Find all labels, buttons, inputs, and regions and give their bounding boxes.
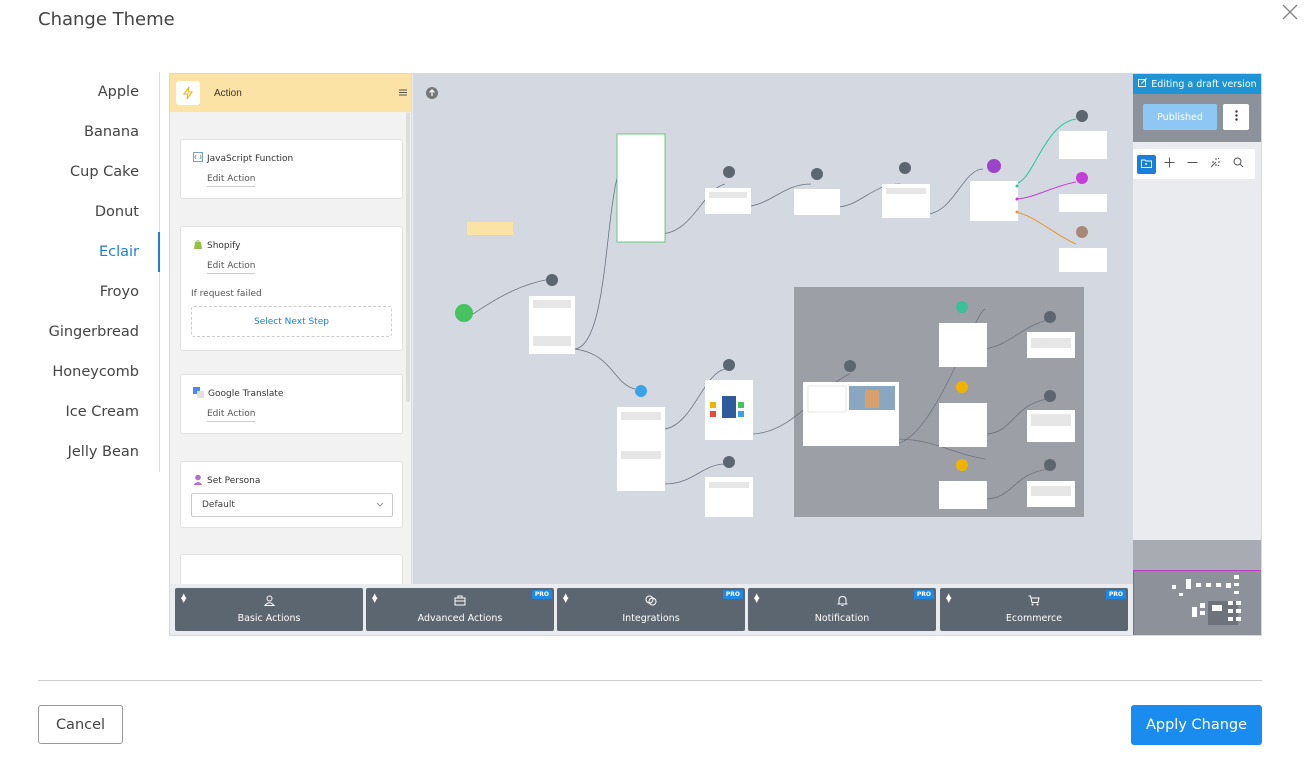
theme-item-froyo[interactable]: Froyo xyxy=(99,284,139,300)
published-button[interactable]: Published xyxy=(1143,104,1217,130)
preview-side-panel: Action JavaScript Function Edit Action S… xyxy=(170,74,412,584)
side-panel-scrollbar[interactable] xyxy=(406,112,410,402)
code-icon xyxy=(193,152,203,165)
request-failed-label: If request failed xyxy=(191,289,262,299)
sort-arrows-icon: ▲▼ xyxy=(181,592,187,604)
version-panel: Editing a draft version Published xyxy=(1133,74,1261,142)
theme-item-apple[interactable]: Apple xyxy=(97,84,139,100)
search-icon xyxy=(1233,155,1244,173)
integrations-icon xyxy=(557,595,745,606)
basic-actions-button[interactable]: ▲▼ Basic Actions xyxy=(175,588,363,631)
shopify-icon xyxy=(193,239,203,253)
toolbar-button-label: Notification xyxy=(814,613,870,624)
toolbar-button-label: Advanced Actions xyxy=(417,613,503,624)
minimap[interactable] xyxy=(1133,540,1261,635)
edit-action-link[interactable]: Edit Action xyxy=(207,174,256,187)
edit-icon xyxy=(1138,78,1148,90)
back-arrow-icon xyxy=(426,87,438,99)
minimap-graphic xyxy=(1172,575,1241,625)
theme-item-honeycomb[interactable]: Honeycomb xyxy=(52,364,139,380)
card-title: Shopify xyxy=(207,241,241,251)
chevron-down-icon xyxy=(376,500,384,510)
footer-divider xyxy=(38,680,1262,681)
close-icon[interactable] xyxy=(1280,2,1300,22)
kebab-icon xyxy=(1234,108,1238,126)
side-panel-header: Action xyxy=(170,74,411,112)
minimap-viewport xyxy=(1133,570,1261,635)
magic-icon xyxy=(1210,155,1221,173)
card-title: Google Translate xyxy=(208,389,284,399)
search-button[interactable] xyxy=(1229,155,1248,174)
advanced-actions-button[interactable]: ▲▼ Advanced Actions PRO xyxy=(366,588,554,631)
cancel-button[interactable]: Cancel xyxy=(38,705,123,744)
cart-icon xyxy=(940,595,1128,606)
person-icon xyxy=(175,595,363,606)
card-google-translate: Google Translate Edit Action xyxy=(180,374,403,434)
sort-arrows-icon: ▲▼ xyxy=(372,592,378,604)
toolbar-button-label: Ecommerce xyxy=(1005,613,1063,624)
apply-change-button[interactable]: Apply Change xyxy=(1131,705,1262,745)
card-title: Set Persona xyxy=(207,476,261,486)
integrations-button[interactable]: ▲▼ Integrations PRO xyxy=(557,588,745,631)
persona-select[interactable]: Default xyxy=(191,493,393,517)
pro-badge: PRO xyxy=(531,590,552,599)
flow-diagram xyxy=(426,87,1107,517)
draft-banner: Editing a draft version xyxy=(1133,74,1261,94)
persona-select-value: Default xyxy=(202,500,235,510)
theme-preview: Action JavaScript Function Edit Action S… xyxy=(169,73,1262,636)
zoom-in-button[interactable] xyxy=(1160,155,1179,174)
notification-button[interactable]: ▲▼ Notification PRO xyxy=(748,588,936,631)
pro-badge: PRO xyxy=(913,590,934,599)
sort-arrows-icon: ▲▼ xyxy=(946,592,952,604)
select-next-step-button[interactable]: Select Next Step xyxy=(191,306,392,337)
flow-canvas[interactable] xyxy=(413,74,1133,584)
actions-toolbar: ▲▼ Basic Actions ▲▼ Advanced Actions PRO… xyxy=(170,584,1133,635)
dialog-title: Change Theme xyxy=(38,9,175,30)
folder-icon xyxy=(1141,155,1152,173)
connectors xyxy=(472,158,1054,500)
sort-arrows-icon: ▲▼ xyxy=(563,592,569,604)
edit-action-link[interactable]: Edit Action xyxy=(207,261,256,274)
plus-icon xyxy=(1164,155,1175,173)
start-node xyxy=(455,304,473,322)
theme-item-eclair[interactable]: Eclair xyxy=(98,244,139,260)
edit-action-link[interactable]: Edit Action xyxy=(207,409,256,422)
card-title: JavaScript Function xyxy=(207,153,294,164)
theme-item-cup-cake[interactable]: Cup Cake xyxy=(70,164,139,180)
theme-item-ice-cream[interactable]: Ice Cream xyxy=(65,404,139,420)
more-options-button[interactable] xyxy=(1223,104,1249,130)
zoom-out-button[interactable] xyxy=(1183,155,1202,174)
theme-item-gingerbread[interactable]: Gingerbread xyxy=(48,324,139,340)
theme-item-banana[interactable]: Banana xyxy=(84,124,139,140)
active-theme-indicator xyxy=(158,232,160,272)
card-set-persona: Set Persona Default xyxy=(180,461,403,528)
side-panel-title: Action xyxy=(214,87,242,99)
ecommerce-button[interactable]: ▲▼ Ecommerce PRO xyxy=(940,588,1128,631)
bolt-icon xyxy=(176,81,200,105)
toolbox-icon xyxy=(366,595,554,606)
card-partial xyxy=(180,554,403,584)
theme-item-donut[interactable]: Donut xyxy=(94,204,139,220)
folder-tool-button[interactable] xyxy=(1137,154,1156,174)
draft-banner-text: Editing a draft version xyxy=(1151,78,1257,90)
hamburger-icon[interactable] xyxy=(399,88,407,99)
canvas-tools xyxy=(1133,149,1255,179)
bell-icon xyxy=(748,595,936,607)
card-shopify: Shopify Edit Action If request failed Se… xyxy=(180,226,403,351)
toolbar-button-label: Integrations xyxy=(622,613,680,624)
theme-list: Apple Banana Cup Cake Donut Eclair Froyo… xyxy=(38,72,160,472)
minus-icon xyxy=(1187,155,1198,173)
fit-view-button[interactable] xyxy=(1206,155,1225,174)
card-javascript-function: JavaScript Function Edit Action xyxy=(180,139,403,199)
pro-badge: PRO xyxy=(722,590,743,599)
google-translate-icon xyxy=(193,387,204,401)
pro-badge: PRO xyxy=(1105,590,1126,599)
toolbar-button-label: Basic Actions xyxy=(237,613,301,624)
theme-item-jelly-bean[interactable]: Jelly Bean xyxy=(67,444,139,460)
persona-icon xyxy=(193,474,203,488)
sort-arrows-icon: ▲▼ xyxy=(754,592,760,604)
